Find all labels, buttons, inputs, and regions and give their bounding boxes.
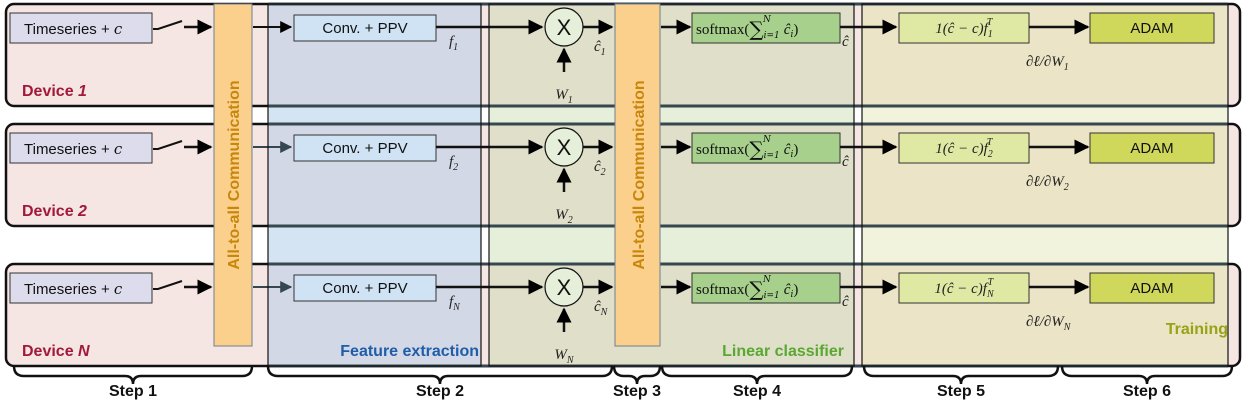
step-1: Step 1 xyxy=(12,365,254,400)
adam-label: ADAM xyxy=(1130,280,1173,297)
step-label: Step 5 xyxy=(937,383,985,400)
feature-label: f2 xyxy=(449,154,458,173)
gradient-output-label: ∂ℓ/∂W1 xyxy=(1026,54,1069,73)
timeseries-input-label: Timeseries + c xyxy=(24,280,123,298)
step-brace xyxy=(862,365,1060,385)
gradient-label: 1(ĉ − c)f2T xyxy=(935,137,994,160)
switch-line xyxy=(153,20,183,30)
timeseries-input-box xyxy=(9,272,153,304)
step-brace xyxy=(660,365,854,385)
gradient-label: 1(ĉ − c)fNT xyxy=(934,277,995,300)
feature-label: f1 xyxy=(449,34,458,53)
step-label: Step 3 xyxy=(613,383,661,400)
gradient-box xyxy=(898,272,1030,304)
gradient-box xyxy=(898,12,1030,44)
weight-label: W2 xyxy=(555,207,573,226)
conv-ppv-box xyxy=(293,274,437,302)
device-row-1: Timeseries + c Conv. + PPV f1 X W1 ĉ1 softmax(… xyxy=(4,2,1242,108)
weight-label: WN xyxy=(554,347,575,366)
timeseries-input-label: Timeseries + c xyxy=(24,20,123,38)
step-3: Step 3 xyxy=(612,365,662,400)
all-to-all-communication-2 xyxy=(614,3,661,347)
multiply-symbol: X xyxy=(557,275,572,300)
gradient-output-label: ∂ℓ/∂W2 xyxy=(1026,174,1069,193)
step-label: Step 1 xyxy=(109,383,157,400)
softmax-output-label: ĉ xyxy=(842,154,849,170)
step-4: Step 4 xyxy=(660,365,854,400)
device-row-2: Timeseries + c Conv. + PPV f2 X W2 ĉ2 softmax(… xyxy=(4,122,1242,228)
prediction-label: ĉ1 xyxy=(594,39,606,58)
conv-ppv-box xyxy=(293,14,437,42)
weight-label: W1 xyxy=(555,87,573,106)
step-label: Step 2 xyxy=(416,383,464,400)
softmax-box xyxy=(691,272,841,304)
step-brace xyxy=(612,365,662,385)
adam-box xyxy=(1089,272,1215,304)
multiply-symbol: X xyxy=(557,135,572,160)
timeseries-input-label: Timeseries + c xyxy=(24,140,123,158)
gradient-label: 1(ĉ − c)f1T xyxy=(935,17,994,40)
step-brace xyxy=(266,365,614,385)
conv-ppv-box xyxy=(293,134,437,162)
adam-label: ADAM xyxy=(1130,140,1173,157)
conv-ppv-label: Conv. + PPV xyxy=(322,140,407,157)
step-2: Step 2 xyxy=(266,365,614,400)
step-brace xyxy=(12,365,254,385)
adam-box xyxy=(1089,12,1215,44)
softmax-upper-label: N xyxy=(762,15,772,25)
prediction-label: ĉ2 xyxy=(594,159,606,178)
conv-ppv-label: Conv. + PPV xyxy=(322,280,407,297)
multiply-symbol: X xyxy=(557,15,572,40)
training-label: Training xyxy=(1166,321,1228,338)
step-label: Step 4 xyxy=(733,383,781,400)
device-label: Device 2 xyxy=(22,203,87,220)
device-label: Device 1 xyxy=(22,83,87,100)
switch-line xyxy=(153,280,183,290)
all-to-all-communication-1 xyxy=(213,3,253,347)
step-5: Step 5 xyxy=(862,365,1060,400)
gradient-box xyxy=(898,132,1030,164)
gradient-output-label: ∂ℓ/∂WN xyxy=(1026,314,1072,333)
feature-extraction-label: Feature extraction xyxy=(340,343,479,360)
timeseries-input-box xyxy=(9,132,153,164)
conv-ppv-label: Conv. + PPV xyxy=(322,20,407,37)
softmax-upper-label: N xyxy=(762,275,772,285)
feature-label: fN xyxy=(449,294,461,313)
softmax-output-label: ĉ xyxy=(842,294,849,310)
step-label: Step 6 xyxy=(1123,383,1171,400)
softmax-output-label: ĉ xyxy=(842,34,849,50)
device-label: Device N xyxy=(22,343,90,360)
adam-box xyxy=(1089,132,1215,164)
all-to-all-communication-1-label: All-to-all Communication xyxy=(226,80,243,269)
switch-line xyxy=(153,140,183,150)
step-brace xyxy=(1060,365,1234,385)
all-to-all-communication-2-label: All-to-all Communication xyxy=(631,80,648,269)
softmax-upper-label: N xyxy=(762,135,772,145)
linear-classifier-label: Linear classifier xyxy=(722,343,844,360)
prediction-label: ĉN xyxy=(594,299,609,318)
step-6: Step 6 xyxy=(1060,365,1234,400)
adam-label: ADAM xyxy=(1130,20,1173,37)
timeseries-input-box xyxy=(9,12,153,44)
softmax-box xyxy=(691,12,841,44)
